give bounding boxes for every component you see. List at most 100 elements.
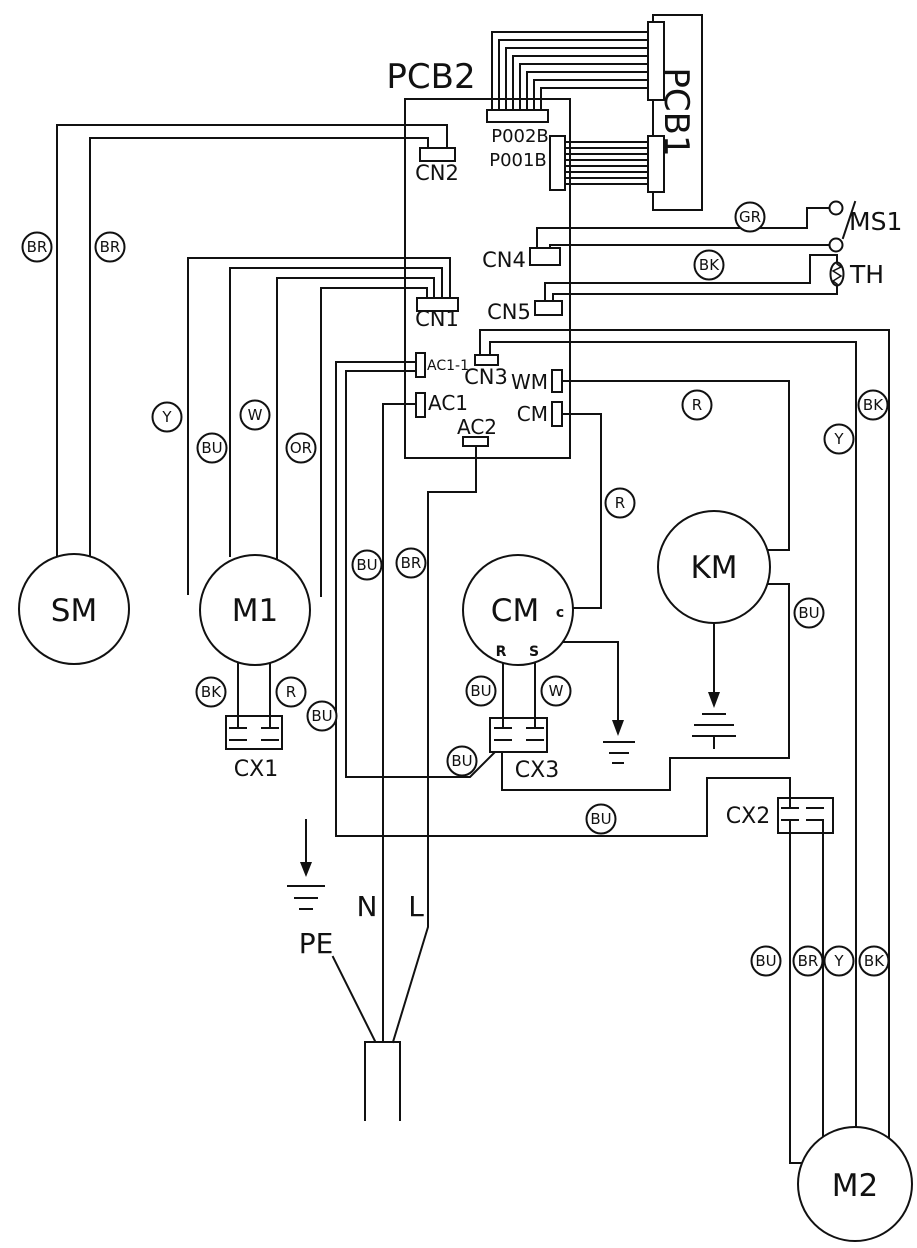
wire-label-gr-1: GR xyxy=(734,201,766,233)
cm-terminal-s-label: S xyxy=(529,644,539,660)
wire-label-text: BU xyxy=(470,682,491,700)
ms1-switch xyxy=(828,200,857,253)
wire-label-bk-1: BK xyxy=(693,249,725,281)
grounds xyxy=(287,622,736,910)
pcb1-lower-header xyxy=(647,135,665,193)
wire-label-bk-4: BK xyxy=(858,945,890,977)
wire-cx2-m2 xyxy=(789,832,824,1164)
wire-label-y-1: Y xyxy=(151,401,183,433)
cn4-label: CN4 xyxy=(482,248,526,272)
wires xyxy=(56,124,890,1164)
cm-terminal-c-label: c xyxy=(556,605,564,621)
wire-label-br-1: BR xyxy=(21,231,53,263)
wire-color-labels: BR BR Y BU W OR GR BK R BK Y R BU BR BK … xyxy=(21,201,890,977)
ms1-terminal-bottom xyxy=(828,237,844,253)
km-ground-arrow-icon xyxy=(708,692,720,708)
cm-motor xyxy=(462,554,574,666)
wire-label-bu-5: BU xyxy=(446,745,478,777)
pcb1-upper-header xyxy=(647,21,665,101)
l-label: L xyxy=(408,890,424,923)
wire-label-bk-3: BK xyxy=(195,676,227,708)
pe-label: PE xyxy=(299,927,334,960)
m1-label: M1 xyxy=(232,593,278,629)
ac1-1-label: AC1-1 xyxy=(427,358,469,374)
wm-connector xyxy=(551,369,563,393)
wire-cmheader-cm xyxy=(561,413,602,609)
pcb2-label: PCB2 xyxy=(386,57,475,97)
p001b-connector xyxy=(549,135,566,191)
ribbon-cables xyxy=(486,31,649,191)
cn4-connector xyxy=(529,247,561,266)
cx3-capacitor xyxy=(489,717,548,753)
wire-label-text: BU xyxy=(311,707,332,725)
wire-label-or-1: OR xyxy=(285,432,317,464)
cx1-capacitor xyxy=(225,715,283,750)
ms1-label: MS1 xyxy=(849,207,902,236)
cm-connector xyxy=(551,401,563,427)
wire-label-text: BK xyxy=(863,396,884,414)
cm-header-label: CM xyxy=(517,402,548,426)
pe-ground-arrow-icon xyxy=(300,862,312,877)
th-zigzag-icon xyxy=(831,262,843,286)
cx3-label: CX3 xyxy=(515,758,559,783)
wire-label-text: BR xyxy=(27,238,48,256)
wire-label-text: BU xyxy=(201,439,222,457)
wire-label-text: R xyxy=(692,396,702,414)
cx2-capacitor xyxy=(777,797,834,834)
wire-label-r-1: R xyxy=(681,389,713,421)
wire-label-bu-3: BU xyxy=(306,700,338,732)
cx2-body xyxy=(777,797,834,834)
wire-label-bu-6: BU xyxy=(585,803,617,835)
wire-label-text: OR xyxy=(290,439,312,457)
motors xyxy=(18,510,913,1242)
wire-label-bu-2: BU xyxy=(351,549,383,581)
ribbon-p002b-pcb1 xyxy=(491,31,649,111)
sm-motor xyxy=(18,553,130,665)
cn2-label: CN2 xyxy=(415,161,459,185)
p001b-label: P001B xyxy=(489,150,547,171)
wire-ac1-n xyxy=(382,403,417,1043)
wire-label-y-3: Y xyxy=(823,945,855,977)
wire-label-text: BR xyxy=(798,952,819,970)
cx3-plates xyxy=(494,717,544,741)
wire-label-text: BK xyxy=(699,256,720,274)
wire-label-bk-2: BK xyxy=(857,389,889,421)
wire-label-r-2: R xyxy=(604,487,636,519)
ac1-label: AC1 xyxy=(428,391,468,415)
pcb1-label: PCB1 xyxy=(656,67,696,156)
wire-label-text: BU xyxy=(798,604,819,622)
wire-label-text: BU xyxy=(356,556,377,574)
power-cable xyxy=(364,1041,401,1121)
wire-label-text: BR xyxy=(100,238,121,256)
wire-label-text: BK xyxy=(864,952,885,970)
pe-ground-icon xyxy=(287,885,325,910)
cn5-label: CN5 xyxy=(487,300,531,324)
wire-label-br-4: BR xyxy=(792,945,824,977)
wire-label-bu-7: BU xyxy=(793,597,825,629)
wire-m1-cx1 xyxy=(237,661,271,717)
wire-label-text: Y xyxy=(833,430,844,448)
wire-ac11-cx3 xyxy=(345,370,504,778)
wire-cn1-m1 xyxy=(187,257,451,597)
cm-ground-icon xyxy=(603,741,635,764)
wire-label-r-3: R xyxy=(275,676,307,708)
cx2-plates xyxy=(781,797,824,834)
cx1-plates xyxy=(229,715,279,741)
wire-label-text: W xyxy=(248,406,263,424)
wire-label-text: BU xyxy=(451,752,472,770)
text-labels: PCB2 PCB1 P002B P001B CN2 CN1 CN4 CN5 CN… xyxy=(51,57,903,1204)
wire-km-cx3 xyxy=(501,583,790,791)
cn3-connector xyxy=(474,354,499,366)
ribbon-p001b-pcb1 xyxy=(564,141,649,185)
wire-label-text: W xyxy=(549,682,564,700)
wire-label-y-2: Y xyxy=(823,423,855,455)
cx2-label: CX2 xyxy=(726,804,770,829)
cx3-body xyxy=(489,717,548,753)
ac2-label: AC2 xyxy=(457,415,497,439)
km-label: KM xyxy=(690,550,737,586)
wire-cn4-ms1 xyxy=(536,207,830,249)
n-label: N xyxy=(357,890,378,923)
p002b-label: P002B xyxy=(491,126,549,147)
